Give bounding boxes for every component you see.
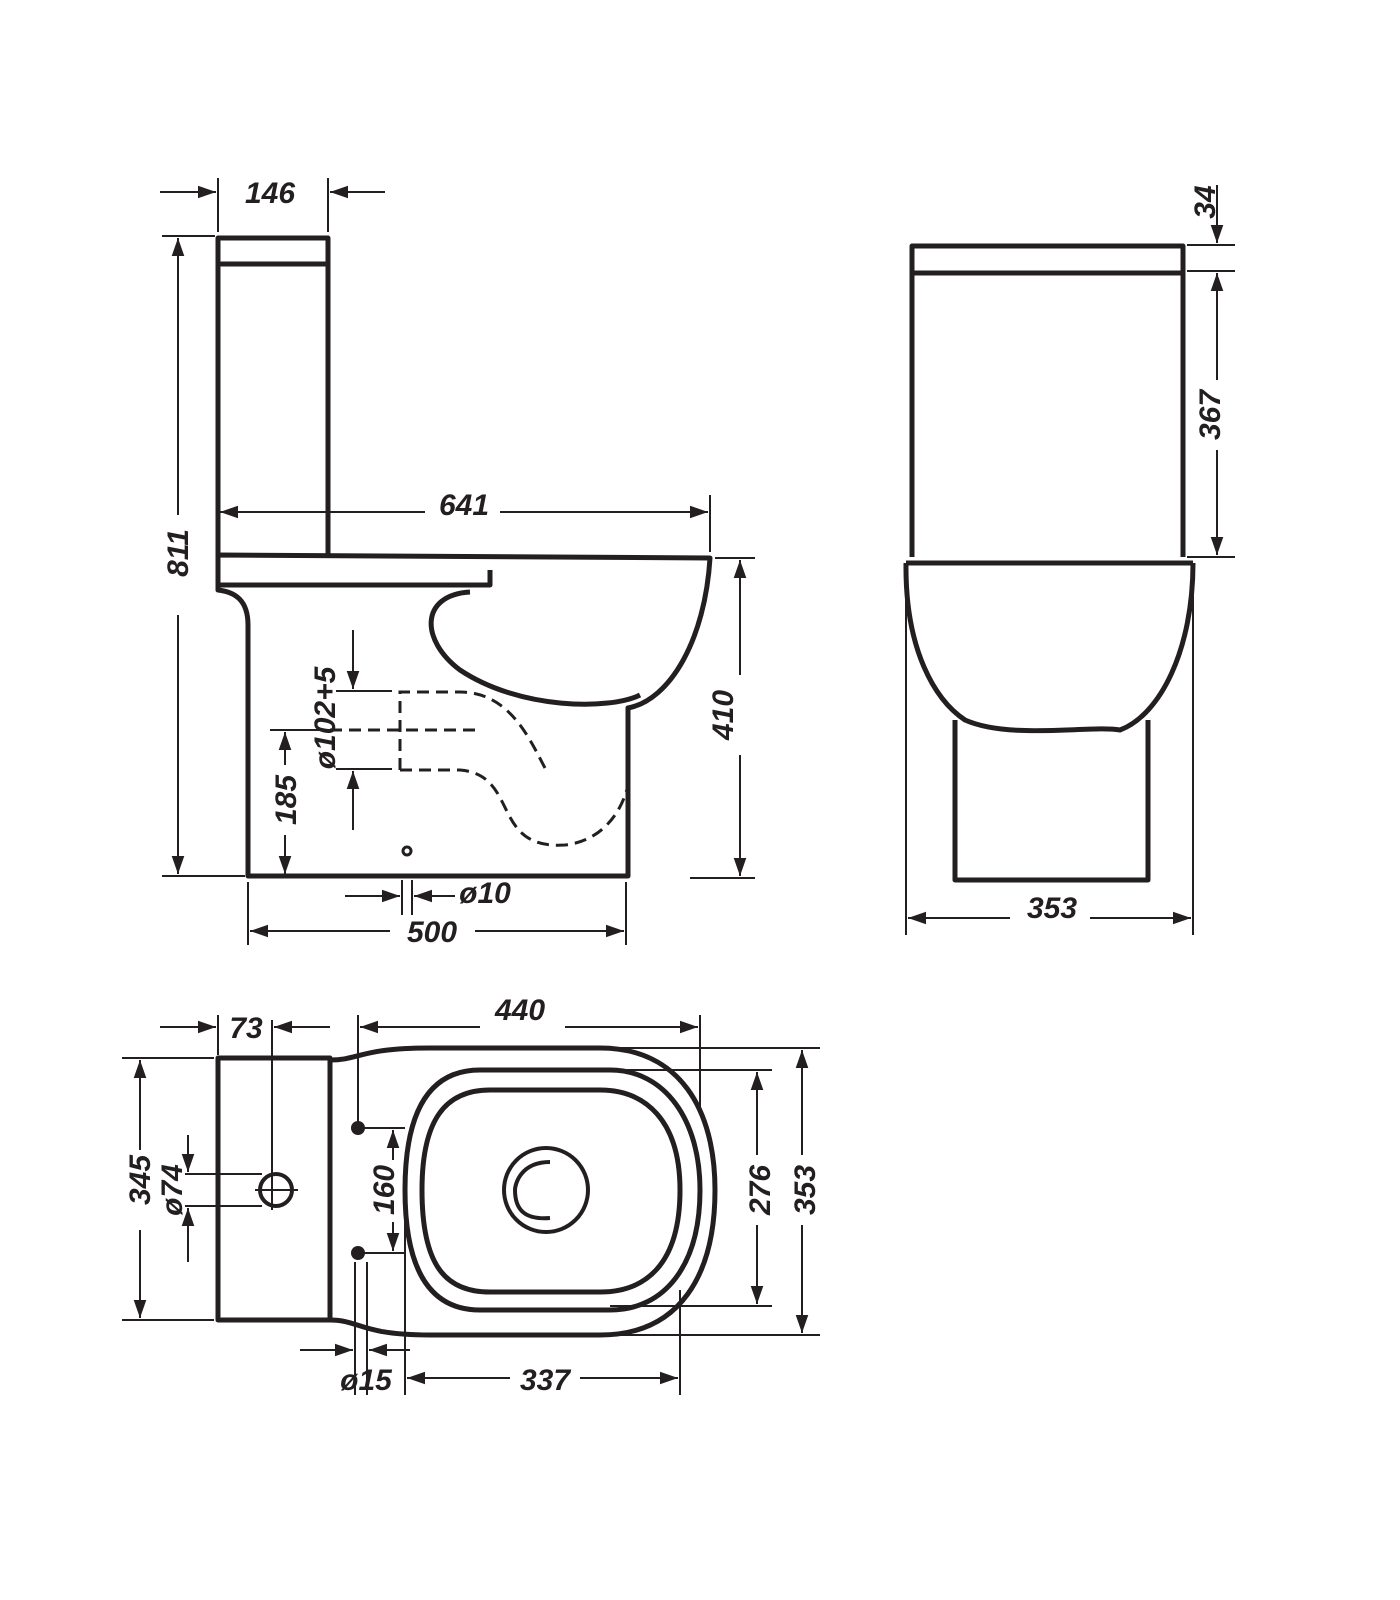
dim-fixing-hole: ø10: [459, 877, 511, 910]
dim-total-depth: 641: [439, 489, 489, 522]
top-view: 73 440 345 ø74 160 276 353 ø15 337: [122, 994, 822, 1397]
dim-inlet-diameter: ø74: [156, 1164, 189, 1216]
dim-top-fixing-hole: ø15: [340, 1364, 393, 1397]
dim-total-height: 811: [162, 529, 195, 577]
dim-fixing-spacing: 160: [368, 1165, 401, 1215]
tank-outline: [215, 235, 331, 555]
dim-outlet-diameter: ø102+5: [309, 665, 342, 769]
side-view: 146 811 641 410 ø102+5 185 ø10 500: [160, 177, 755, 949]
dim-tank-height: 367: [1194, 389, 1227, 440]
fixing-hole: [351, 1121, 365, 1135]
dim-bowl-length: 440: [494, 994, 545, 1027]
front-view: 34 367 353: [903, 185, 1235, 935]
dim-overall-width: 353: [789, 1165, 822, 1215]
dim-base-depth: 500: [407, 916, 457, 949]
dim-tank-width: 345: [124, 1154, 157, 1205]
dim-tank-depth: 146: [245, 177, 295, 210]
dim-seat-height: 410: [707, 690, 740, 741]
fixing-hole: [351, 1246, 365, 1260]
dim-front-width: 353: [1027, 892, 1077, 925]
dim-outlet-height: 185: [270, 774, 303, 825]
trap-dashed: [398, 690, 547, 770]
dim-lid-height: 34: [1189, 185, 1222, 219]
dim-seat-width: 276: [744, 1165, 777, 1216]
dim-tank-offset: 73: [229, 1012, 263, 1045]
bowl-outline: [215, 552, 713, 879]
dim-fixing-to-front: 337: [520, 1364, 571, 1397]
